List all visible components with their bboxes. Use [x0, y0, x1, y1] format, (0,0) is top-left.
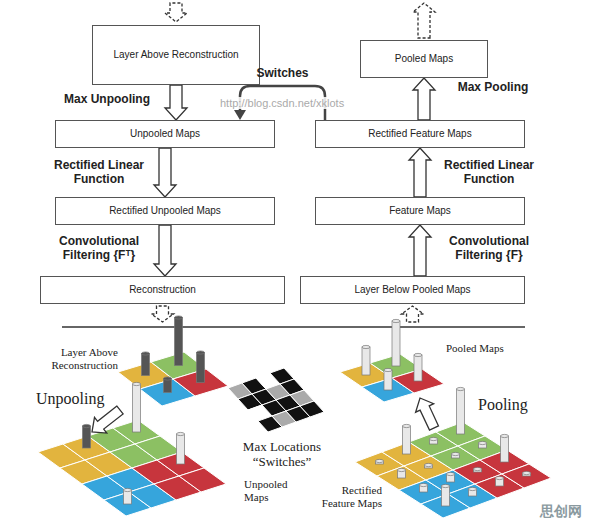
activation-bar [197, 353, 205, 383]
bar-top [479, 441, 487, 444]
bar-top [403, 424, 411, 427]
bar-top [124, 488, 132, 491]
bar-top [142, 352, 150, 355]
watermark: 思创网 [540, 503, 582, 521]
bar-top [414, 353, 422, 356]
process-box: Layer Above Reconstruction [92, 25, 260, 85]
box-label: Layer Below Pooled Maps [354, 284, 470, 297]
edge-label: Switches [256, 66, 308, 80]
unpooling-arrow [92, 406, 123, 433]
grid-illustration [38, 316, 551, 518]
bar-top [452, 452, 460, 455]
flow-arrow [409, 225, 431, 276]
box-label: Layer Above Reconstruction [113, 49, 238, 62]
activation-bar [384, 370, 392, 390]
activation-bar [501, 436, 509, 462]
process-box: Unpooled Maps [55, 120, 275, 148]
divider-line [62, 326, 525, 328]
process-box: Pooled Maps [360, 40, 488, 78]
box-label: Reconstruction [129, 284, 196, 297]
activation-bar [442, 486, 450, 506]
box-label: Rectified Feature Maps [368, 128, 471, 141]
box-label: Pooled Maps [395, 53, 453, 66]
edge-label: Convolutional Filtering {Fᵀ} [47, 234, 151, 263]
bar-top [175, 316, 183, 319]
bar-top [384, 368, 392, 371]
bar-top [425, 463, 433, 466]
grid-cell [502, 464, 551, 488]
bar-top [501, 434, 509, 437]
pooling-arrow [416, 398, 439, 430]
edge-label: Rectified Linear Function [47, 158, 151, 187]
activation-bar [83, 426, 91, 448]
grid-cell [300, 401, 324, 417]
process-box: Layer Below Pooled Maps [300, 276, 525, 304]
bar-top [392, 319, 400, 322]
edge-label: Max Unpooling [52, 92, 162, 106]
edge-label: Max Pooling [438, 80, 548, 94]
bar-top [523, 471, 531, 474]
activation-bar [392, 321, 400, 366]
operation-label: Unpooling [36, 390, 104, 408]
flow-arrow [154, 148, 176, 197]
activation-bar [142, 354, 150, 376]
activation-bar [403, 426, 411, 454]
bar-top [496, 476, 504, 479]
process-box: Rectified Unpooled Maps [55, 197, 275, 225]
box-label: Feature Maps [389, 205, 451, 218]
bar-top [83, 424, 91, 427]
bar-top [430, 437, 438, 440]
bar-top [164, 377, 172, 380]
activation-bar [133, 384, 141, 432]
activation-bar [457, 389, 465, 434]
activation-bar [362, 347, 370, 375]
bar-top [362, 345, 370, 348]
process-box: Feature Maps [315, 197, 525, 225]
process-box: Rectified Feature Maps [315, 120, 525, 148]
activation-bar [177, 434, 185, 464]
arrowhead [234, 110, 246, 120]
box-label: Unpooled Maps [130, 128, 200, 141]
switches-label: Max Locations “Switches” [230, 440, 334, 470]
continuation-arrow [413, 3, 435, 38]
continuation-arrow [165, 3, 187, 22]
bar-top [420, 483, 428, 486]
bar-top [469, 487, 477, 490]
bar-top [442, 484, 450, 487]
flow-arrow [409, 148, 431, 197]
bar-top [474, 467, 482, 470]
bar-top [197, 351, 205, 354]
continuation-arrow [402, 306, 424, 322]
edge-label: Convolutional Filtering {F} [434, 234, 544, 263]
bar-top [133, 382, 141, 385]
grid-cell [179, 468, 226, 492]
process-box: Reconstruction [40, 276, 285, 304]
bar-top [457, 387, 465, 390]
box-label: Rectified Unpooled Maps [109, 205, 221, 218]
activation-bar [414, 355, 422, 381]
activation-bar [164, 379, 172, 393]
edge-label: Rectified Linear Function [434, 158, 544, 187]
continuation-arrow [152, 306, 174, 322]
map-label: Pooled Maps [446, 342, 504, 354]
map-label: Layer Above Reconstruction [44, 346, 118, 371]
map-label: Unpooled Maps [244, 478, 302, 503]
flow-arrow [413, 78, 435, 120]
activation-bar [124, 490, 132, 504]
map-label: Rectified Feature Maps [314, 484, 382, 509]
activation-bar [175, 318, 183, 366]
watermark: http://blog.csdn.net/xklots [218, 97, 346, 109]
bar-top [447, 472, 455, 475]
bar-top [376, 459, 384, 462]
bar-top [177, 432, 185, 435]
operation-label: Pooling [478, 396, 528, 414]
bar-top [398, 468, 406, 471]
flow-arrow [154, 225, 176, 276]
flow-arrow [165, 85, 187, 120]
